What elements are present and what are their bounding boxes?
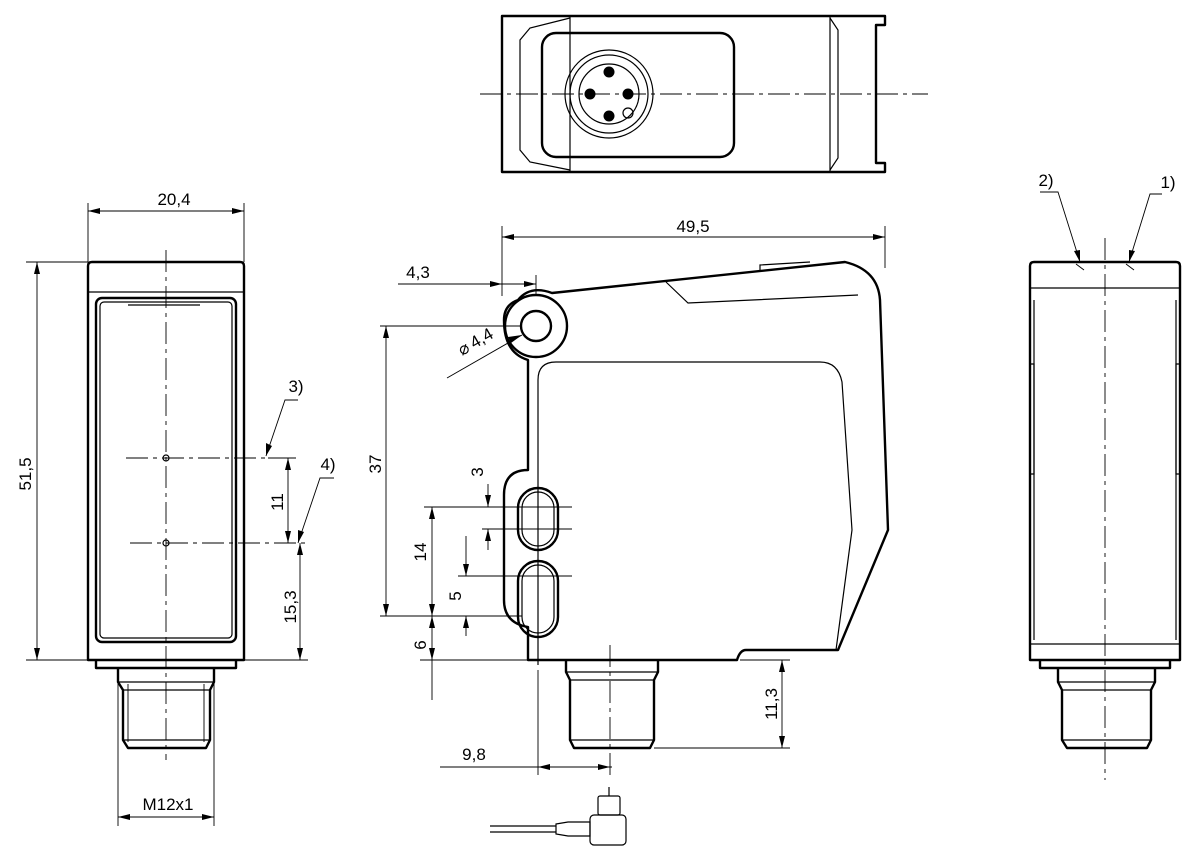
label-slot-6: 6 [411,640,430,649]
back-connector-outline [1056,668,1157,750]
label-slot-3: 3 [468,467,487,476]
label-height-51-5: 51,5 [16,457,35,490]
connector-pin-4 [603,110,615,122]
back-view-base [1038,660,1172,670]
diameter-value: 4,4 [467,324,497,352]
cable-plug-head [597,795,621,816]
label-conn-height-11-3: 11,3 [762,688,781,720]
receiver-marker [162,539,170,547]
slot-lower-inner [521,564,555,634]
dimension-labels: 20,4 51,5 11 15,3 M12x1 49,5 4,3 ⌀ 4,4 3… [16,190,781,814]
connector-pin-1 [603,66,615,78]
top-view-window [540,31,736,159]
label-slot-5: 5 [446,591,465,600]
side-view-led-bump [759,261,811,270]
top-view [480,14,928,174]
callout-3: 3) [288,377,303,396]
front-connector-outline [116,668,216,750]
callout-1: 1) [1160,173,1175,192]
label-offset-15-3: 15,3 [281,590,300,623]
label-offset-11: 11 [268,493,287,511]
label-slot-14: 14 [411,543,430,562]
top-view-left-curve [519,17,571,171]
cable-sleeve [555,821,591,837]
top-view-outline [500,14,887,174]
side-view-top-groove [665,281,859,304]
label-height-37: 37 [366,455,385,474]
side-view [502,260,890,775]
mounting-hole [519,309,553,343]
back-view [1028,238,1182,780]
back-view-mark-left [1075,263,1085,271]
label-thread-m12x1: M12x1 [142,795,193,814]
back-view-mark-right [1125,263,1135,271]
slot-upper-inner [521,491,555,547]
emitter-marker [162,454,170,462]
callout-2: 2) [1038,171,1053,190]
label-length-49-5: 49,5 [676,217,709,236]
front-connector-threads [127,684,205,742]
side-connector-outline [564,660,660,750]
slot-lower [516,559,560,639]
back-view-outline [1028,260,1182,662]
dimension-lines [26,191,1162,826]
side-view-outline [502,260,890,662]
label-diameter-4-4: ⌀ 4,4 [455,324,497,359]
label-hole-offset-4-3: 4,3 [406,263,430,282]
angled-cable-connector [490,787,627,846]
label-width-20-4: 20,4 [157,190,190,209]
side-view-inner-contour [537,361,853,665]
label-conn-offset-9-8: 9,8 [462,745,486,764]
slot-upper [516,486,560,552]
connector-key [622,107,634,119]
front-view [86,250,308,760]
cable-plug-body [589,814,627,846]
callout-4: 4) [320,455,335,474]
callout-labels: 1) 2) 3) 4) [288,171,1175,474]
top-view-bevel [829,17,839,171]
front-view-outline [86,260,246,662]
